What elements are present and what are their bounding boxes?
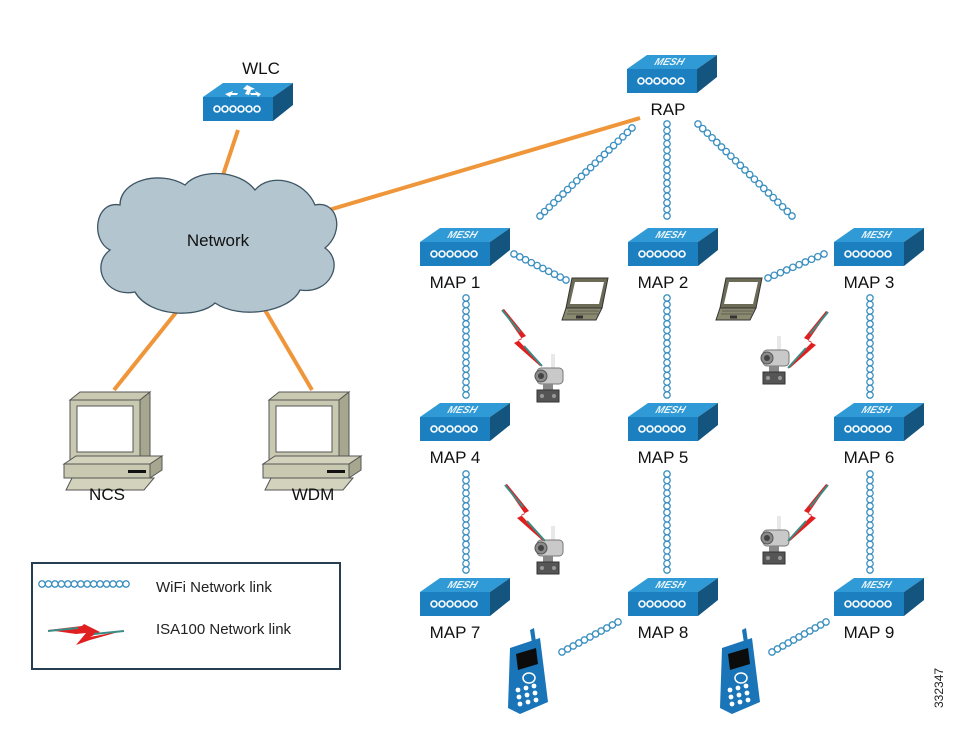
wifi-link-rap-map2 <box>663 120 671 220</box>
sensor-transmitter-icon <box>534 353 564 403</box>
wifi-link-phone-map8 <box>558 618 622 656</box>
mesh-ap-map9[interactable]: MAP 9 <box>833 577 925 642</box>
legend: WiFi Network link ISA100 Network link <box>31 562 341 670</box>
wired-link-network-rap <box>321 116 641 214</box>
isa100-link-icon <box>504 483 546 542</box>
mobile-phone-icon <box>507 627 549 715</box>
laptop-icon <box>561 277 609 321</box>
mesh-ap-icon <box>419 227 511 267</box>
sensor-transmitter-icon <box>760 515 790 565</box>
wifi-link-map3-laptop <box>764 250 828 282</box>
mesh-ap-map2[interactable]: MAP 2 <box>627 227 719 292</box>
wifi-links <box>462 120 874 656</box>
wlc-label: WLC <box>242 59 280 78</box>
wdm-label: WDM <box>292 485 334 504</box>
mesh-ap-label: MAP 6 <box>844 448 895 467</box>
wifi-link-rap-map1 <box>536 124 636 220</box>
wifi-link-map5-map8 <box>663 470 671 574</box>
mesh-ap-label: MAP 8 <box>638 623 689 642</box>
rap-label: RAP <box>651 100 686 119</box>
rap-node[interactable]: RAP <box>626 54 718 119</box>
legend-box <box>31 562 341 670</box>
mesh-ap-map7[interactable]: MAP 7 <box>419 577 511 642</box>
mesh-ap-icon <box>626 54 718 94</box>
workstation-icon <box>262 391 362 491</box>
wired-link-network-wdm <box>260 303 314 392</box>
figure-id: 332347 <box>932 668 946 708</box>
ncs-node[interactable]: NCS <box>63 391 163 504</box>
isa100-link-icon <box>787 483 829 542</box>
wifi-link-map3-map6 <box>866 294 874 399</box>
cloud-icon <box>97 172 338 314</box>
network-label: Network <box>187 231 250 250</box>
mesh-ap-map8[interactable]: MAP 8 <box>627 577 719 642</box>
mesh-ap-icon <box>419 577 511 617</box>
isa100-link-icon <box>501 308 543 367</box>
wifi-link-phone-map9 <box>768 618 830 656</box>
wifi-link-map1-laptop <box>510 250 570 284</box>
mesh-ap-icon <box>833 577 925 617</box>
isa100-link-icon <box>787 310 829 369</box>
mesh-ap-icon <box>833 227 925 267</box>
ncs-label: NCS <box>89 485 125 504</box>
wdm-node[interactable]: WDM <box>262 391 362 504</box>
mesh-ap-map1[interactable]: MAP 1 <box>419 227 511 292</box>
mesh-ap-label: MAP 5 <box>638 448 689 467</box>
wifi-link-symbol-chain <box>38 580 130 588</box>
mesh-ap-icon <box>833 402 925 442</box>
wifi-link-map6-map9 <box>866 470 874 574</box>
mesh-ap-icon <box>627 402 719 442</box>
mesh-ap-label: MAP 7 <box>430 623 481 642</box>
mesh-ap-label: MAP 1 <box>430 273 481 292</box>
mobile-phone-icon <box>719 627 761 715</box>
mesh-ap-label: MAP 2 <box>638 273 689 292</box>
legend-wifi-label: WiFi Network link <box>156 579 272 596</box>
laptop-icon <box>715 277 763 321</box>
mesh-ap-label: MAP 9 <box>844 623 895 642</box>
isa100-link-symbol <box>47 624 125 645</box>
sensor-transmitter-icon <box>760 335 790 385</box>
mesh-ap-map6[interactable]: MAP 6 <box>833 402 925 467</box>
wifi-link-map1-map4 <box>462 294 470 399</box>
mesh-ap-icon <box>627 577 719 617</box>
wifi-link-symbol <box>38 580 130 588</box>
network-cloud: Network <box>97 172 338 314</box>
mesh-ap-icon <box>419 402 511 442</box>
wlc-icon <box>202 82 294 122</box>
mesh-access-points: MAP 1 MAP 2 MAP 3 MAP 4 MAP 5 MAP 6 MAP 7 MAP 8… <box>419 227 925 642</box>
mesh-ap-map4[interactable]: MAP 4 <box>419 402 511 467</box>
mesh-ap-icon <box>627 227 719 267</box>
wifi-link-map4-map7 <box>462 470 470 574</box>
legend-isa100-label: ISA100 Network link <box>156 621 292 638</box>
workstation-icon <box>63 391 163 491</box>
mesh-ap-label: MAP 3 <box>844 273 895 292</box>
wired-link-network-ncs <box>112 303 184 392</box>
wifi-link-rap-map3 <box>694 120 796 220</box>
wlc-node[interactable]: WLC <box>202 59 294 122</box>
mesh-ap-label: MAP 4 <box>430 448 481 467</box>
wifi-link-map2-map5 <box>663 294 671 399</box>
mesh-ap-map5[interactable]: MAP 5 <box>627 402 719 467</box>
mesh-ap-map3[interactable]: MAP 3 <box>833 227 925 292</box>
